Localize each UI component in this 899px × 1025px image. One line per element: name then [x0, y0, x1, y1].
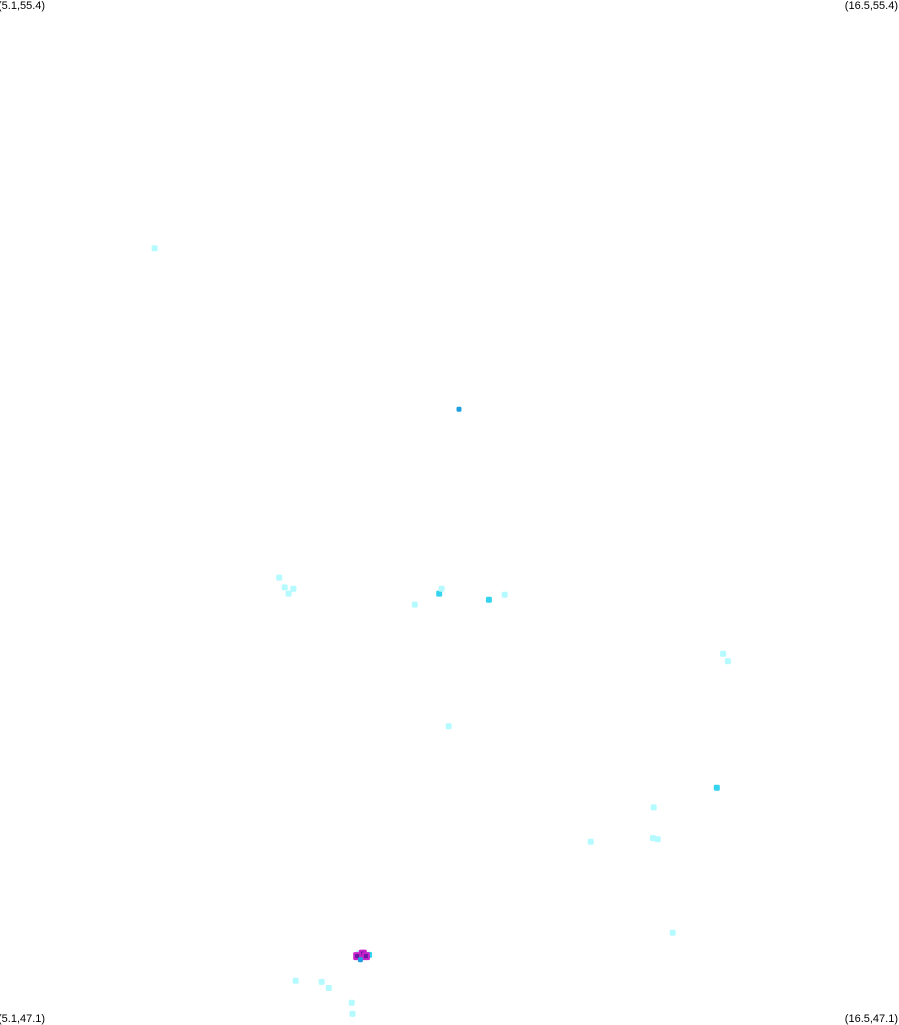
data-point-mid	[436, 590, 443, 597]
data-point-low	[654, 836, 661, 843]
data-point-low	[501, 591, 508, 598]
data-point-low	[669, 929, 676, 936]
data-point-high	[357, 957, 363, 963]
corner-label-top-right: (16.5,55.4)	[844, 0, 898, 12]
data-point-low	[587, 838, 594, 845]
data-point-low	[411, 601, 418, 608]
data-point-low	[318, 978, 325, 985]
data-point-mid	[713, 784, 720, 791]
data-point-low	[349, 1010, 356, 1017]
data-point-low	[151, 245, 158, 252]
data-point-low	[281, 584, 288, 591]
data-point-low	[650, 804, 657, 811]
data-point-peak-core	[355, 954, 360, 959]
data-point-mid	[485, 596, 492, 603]
corner-label-top-left: (5.1,55.4)	[0, 0, 46, 12]
data-point-low	[438, 585, 445, 592]
data-point-low	[445, 723, 452, 730]
data-point-high	[456, 406, 462, 412]
data-point-low	[325, 985, 332, 991]
data-point-low	[276, 574, 283, 581]
data-point-low	[348, 999, 355, 1006]
points-layer	[151, 245, 731, 1017]
data-point-low	[650, 835, 656, 842]
data-point-low	[720, 650, 727, 657]
data-point-low	[285, 590, 292, 597]
data-point-low	[724, 658, 731, 665]
data-point-peak-core	[363, 954, 368, 959]
data-point-low	[290, 585, 297, 592]
data-point-low	[292, 977, 299, 984]
